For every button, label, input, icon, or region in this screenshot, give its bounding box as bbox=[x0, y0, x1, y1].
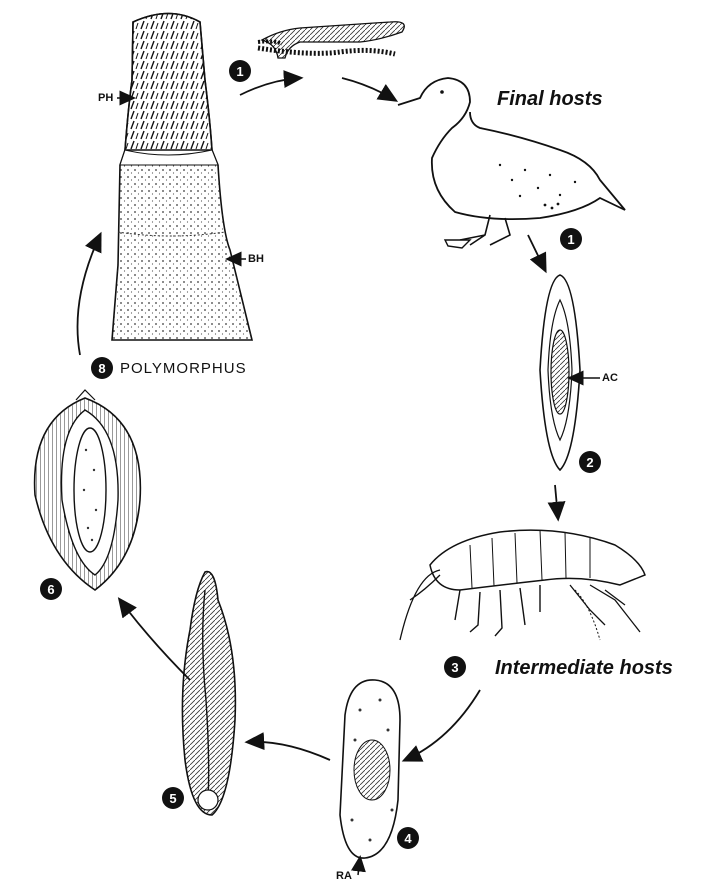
stage-4-badge: 4 bbox=[397, 827, 419, 849]
ra-pointer bbox=[358, 858, 360, 875]
acanthor-figure bbox=[340, 680, 400, 858]
intermediate-hosts-label: Intermediate hosts bbox=[495, 657, 673, 680]
arrow-acanthor-to-acanthella bbox=[248, 742, 330, 760]
bh-label: BH bbox=[248, 253, 264, 265]
arrow-egg-to-amphipod bbox=[555, 485, 558, 518]
stage-2-badge: 2 bbox=[579, 451, 601, 473]
arrow-worm-to-gut bbox=[240, 78, 300, 95]
genus-label: POLYMORPHUS bbox=[120, 360, 247, 377]
final-hosts-label: Final hosts bbox=[497, 88, 603, 111]
arrow-cystacanth-to-adult bbox=[78, 235, 101, 355]
stage-3-badge: 3 bbox=[444, 656, 466, 678]
arrow-duck-to-egg bbox=[528, 235, 545, 270]
stage-5-badge: 5 bbox=[162, 787, 184, 809]
ac-label: AC bbox=[602, 372, 618, 384]
arrow-amphipod-to-acanthor bbox=[405, 690, 480, 760]
stage-1-badge-right: 1 bbox=[560, 228, 582, 250]
stage-8-badge: 8 bbox=[91, 357, 113, 379]
cystacanth-figure bbox=[35, 390, 141, 590]
arrow-acanthella-to-cystacanth bbox=[120, 600, 190, 680]
stage-6-badge: 6 bbox=[40, 578, 62, 600]
stage-1-badge-top: 1 bbox=[229, 60, 251, 82]
gut-wall-figure bbox=[258, 22, 404, 58]
ph-label: PH bbox=[98, 92, 113, 104]
arrow-gut-to-duck bbox=[342, 78, 395, 100]
egg-figure bbox=[540, 275, 580, 470]
ra-label: RA bbox=[336, 870, 352, 882]
acanthella-figure bbox=[182, 572, 235, 815]
amphipod-figure bbox=[400, 530, 645, 640]
